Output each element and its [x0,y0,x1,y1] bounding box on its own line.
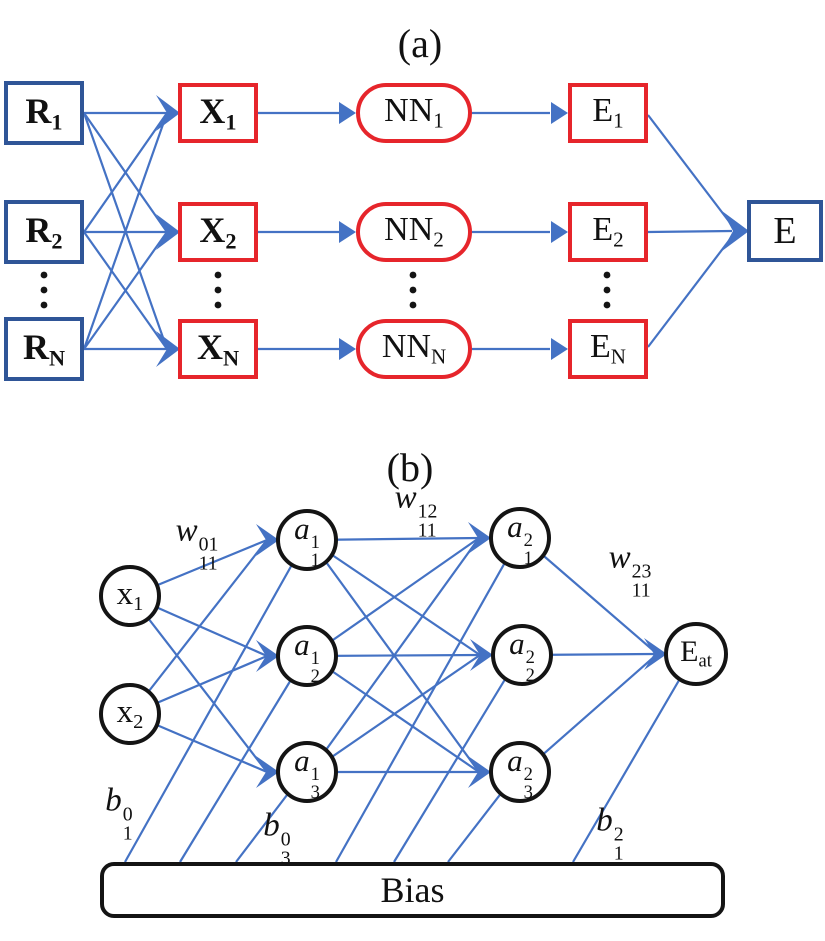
node-e2: E2 [568,202,648,262]
node-r2: R2 [4,200,84,264]
node-nn1: NN1 [356,83,472,143]
hidden1-to-hidden2-connectors [309,536,481,774]
node-r1: R1 [4,81,84,145]
r-to-x-connectors [82,111,169,351]
x-arrowhead-icons [156,95,180,367]
bias-connectors [124,542,693,863]
panel-a-label: (a) [397,21,443,66]
node-xn: XN [178,319,258,379]
hidden1-arrowhead-icons [256,524,279,788]
node-nn2: NN2 [356,202,472,262]
node-rn: RN [4,317,84,381]
node-e-total: E [747,200,823,262]
node-x1: X1 [178,83,258,143]
node-x2: X2 [178,202,258,262]
panel-b-label: (b) [386,445,434,490]
bias-box: Bias [100,862,725,918]
nn-to-e-connectors [472,102,568,360]
hidden2-arrowhead-icons [468,522,493,788]
node-input-x1: x1 [99,565,161,627]
node-e-at: Eat [664,622,728,686]
e-to-total-connectors [647,114,749,348]
node-nnn: NNN [356,319,472,379]
node-input-x2: x2 [99,683,161,745]
node-e1: E1 [568,83,648,143]
node-en: EN [568,319,648,379]
ellipsis-dots [40,271,611,309]
x-to-nn-connectors [258,102,356,360]
